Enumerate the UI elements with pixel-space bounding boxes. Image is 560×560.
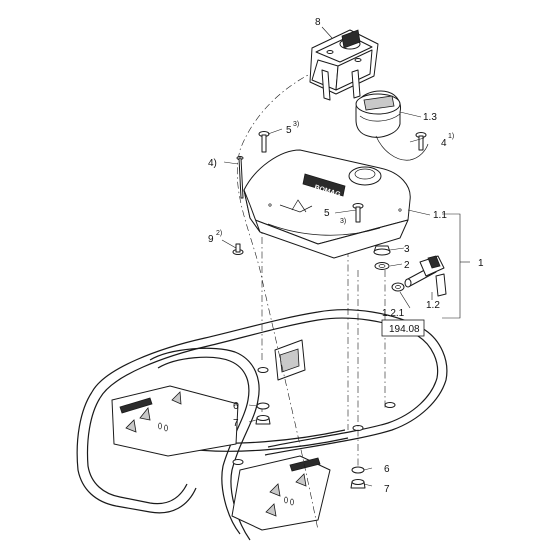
assembly-center-lines (237, 64, 386, 531)
fuel-cap-part-1-3 (355, 90, 401, 138)
reference-box: 194.08 (381, 319, 425, 337)
callout-1-2-1: 1.2.1 (382, 308, 405, 319)
callout-7-lower: 7 (384, 484, 390, 495)
callout-9: 9 (208, 234, 214, 245)
callout-5-lower: 5 (324, 208, 330, 219)
callout-4-note: 1) (448, 133, 454, 140)
callout-5-lower-note: 3) (340, 218, 346, 225)
callout-1: 1 (478, 258, 484, 269)
callout-4-long-bolt: 4) (208, 158, 217, 169)
callout-labels: 8 1.3 5 3) 4 1) 4) 5 3) 1.1 9 2) 3 2 1 1… (208, 17, 484, 495)
fuel-tank-part-1-1: BOMAG (243, 149, 411, 259)
fuel-valve-part-1-2 (404, 255, 447, 297)
fuel-line (375, 135, 429, 161)
callout-6-upper: 6 (233, 401, 239, 412)
callout-3: 3 (404, 244, 410, 255)
callout-5-upper-note: 3) (293, 121, 299, 128)
leader-lines (221, 26, 470, 487)
callout-9-note: 2) (216, 230, 222, 237)
callout-6-lower: 6 (384, 464, 390, 475)
callout-5-upper: 5 (286, 125, 292, 136)
callout-1-1: 1.1 (433, 210, 447, 221)
ignition-switch-part-8 (309, 29, 379, 101)
reference-number: 194.08 (389, 324, 420, 335)
screws (232, 131, 427, 255)
callout-7-upper: 7 (233, 418, 239, 429)
callout-1-2: 1.2 (426, 300, 440, 311)
callout-4: 4 (441, 138, 447, 149)
callout-8: 8 (315, 17, 321, 28)
callout-1-3: 1.3 (423, 112, 437, 123)
callout-2: 2 (404, 260, 410, 271)
guard-frame (76, 309, 448, 541)
